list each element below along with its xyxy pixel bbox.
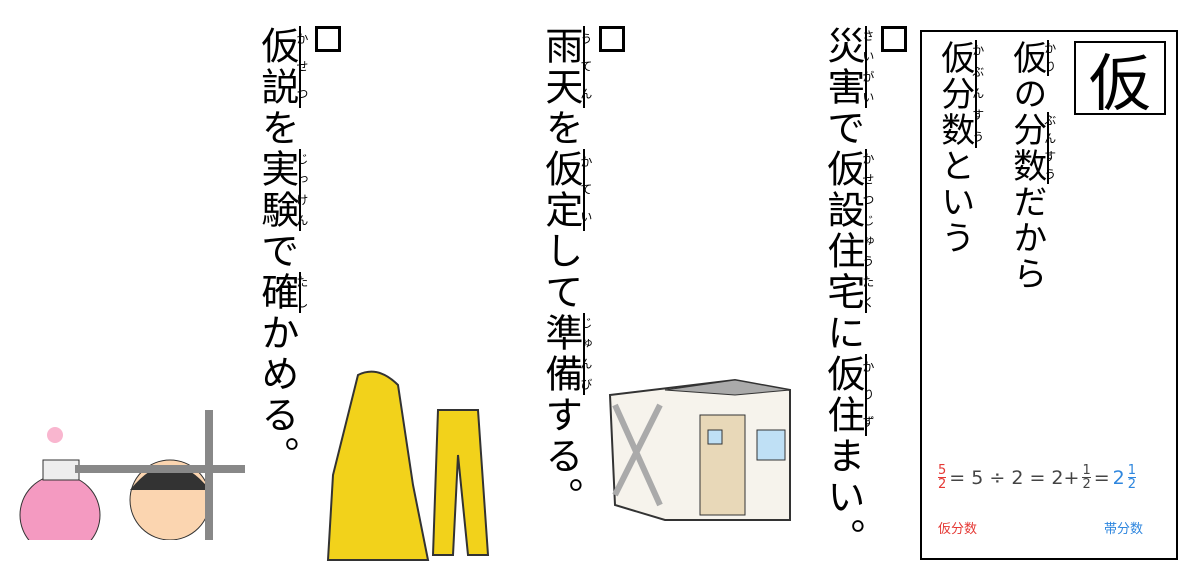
card-line-1: 仮かりの分数ぶんすうだから <box>1006 40 1057 292</box>
kanji-word: 仮住 <box>820 354 867 436</box>
sentence-1: 災害さいがいで仮設住宅かせつじゅうたくに仮住かりずまい。 <box>820 26 913 559</box>
ruby-word: 仮設住宅かせつじゅうたく <box>820 149 875 313</box>
furigana: じゅんび <box>578 313 593 395</box>
mixed-whole: 2 <box>1112 466 1125 489</box>
ruby-word: 雨天うてん <box>538 26 593 108</box>
kana-text: に <box>820 313 865 354</box>
denominator: 2 <box>1082 477 1091 492</box>
numerator: 1 <box>1127 463 1137 478</box>
kanji-word: 仮説 <box>254 26 301 108</box>
kanji-word: 仮設住宅 <box>820 149 867 313</box>
sentence-2: 雨天うてんを仮定かていして準備じゅんびする。 <box>538 26 631 518</box>
kanji-word: 分数 <box>1006 112 1049 184</box>
kanji-word: 仮定 <box>538 149 585 231</box>
checkbox[interactable] <box>598 26 625 52</box>
ruby-word: 仮説かせつ <box>254 26 309 108</box>
ruby-word: 仮かり <box>1006 40 1057 76</box>
mixed-fraction-label: 帯分数 <box>1104 522 1144 537</box>
raincoat-illustration <box>326 370 490 561</box>
kanji-word: 仮 <box>1006 40 1049 76</box>
kana-text: まい。 <box>820 436 865 559</box>
furigana: かり <box>1042 40 1057 76</box>
ruby-word: 確たし <box>254 272 309 313</box>
ruby-word: 仮定かてい <box>538 149 593 231</box>
kana-text: して <box>538 231 583 313</box>
furigana: かぶんすう <box>970 40 985 148</box>
checkbox[interactable] <box>880 26 907 52</box>
improper-fraction-label: 仮分数 <box>938 522 978 537</box>
kana-text: かめる。 <box>254 313 299 477</box>
furigana: うてん <box>578 26 593 108</box>
kanji-word: 仮分数 <box>934 40 977 148</box>
furigana: ぶんすう <box>1042 112 1057 184</box>
denominator: 2 <box>938 477 947 492</box>
ruby-word: 災害さいがい <box>820 26 875 108</box>
kana-text: という <box>934 148 975 256</box>
furigana: さいがい <box>860 26 875 108</box>
kana-text: だから <box>1006 184 1047 292</box>
furigana: かてい <box>578 149 593 231</box>
kanji-word: 準備 <box>538 313 585 395</box>
ruby-word: 分数ぶんすう <box>1006 112 1057 184</box>
kanji-word: 雨天 <box>538 26 585 108</box>
experiment-illustration <box>19 410 245 540</box>
kanji-word: 確 <box>254 272 301 313</box>
ruby-word: 実験じっけん <box>254 149 309 231</box>
kana-text: で <box>820 108 865 149</box>
temporary-house-illustration <box>608 378 791 521</box>
kanji-word: 災害 <box>820 26 867 108</box>
ruby-word: 仮分数かぶんすう <box>934 40 985 148</box>
kanji-heading: 仮 <box>1074 41 1166 120</box>
formula-text: = 5 ÷ 2 = 2+ <box>949 466 1080 489</box>
ruby-word: 準備じゅんび <box>538 313 593 395</box>
furigana: かせつ <box>294 26 309 108</box>
kana-text: で <box>254 231 299 272</box>
furigana: じっけん <box>294 149 309 231</box>
denominator: 2 <box>1127 477 1137 492</box>
kana-text: を <box>538 108 583 149</box>
kana-text: を <box>254 108 299 149</box>
card-line-2: 仮分数かぶんすうという <box>934 40 985 256</box>
furigana: かせつじゅうたく <box>860 149 875 313</box>
furigana: かりず <box>860 354 875 436</box>
sentence-3: 仮説かせつを実験じっけんで確たしかめる。 <box>254 26 347 477</box>
checkbox[interactable] <box>314 26 341 52</box>
kana-text: する。 <box>538 395 583 518</box>
numerator: 1 <box>1082 463 1091 478</box>
furigana: たし <box>294 272 309 313</box>
numerator: 5 <box>938 463 947 478</box>
kana-text: の <box>1006 76 1047 112</box>
ruby-word: 仮住かりず <box>820 354 875 436</box>
kanji-word: 実験 <box>254 149 301 231</box>
formula-equals: = <box>1093 466 1110 489</box>
